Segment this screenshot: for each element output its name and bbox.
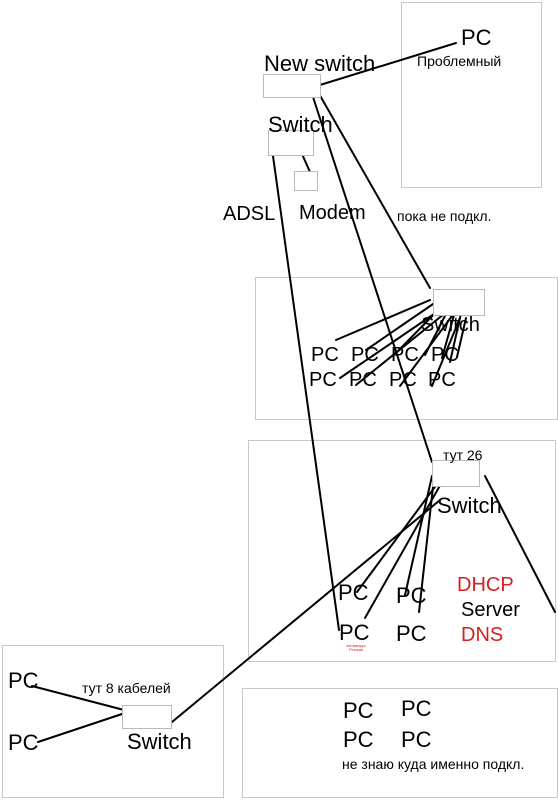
cable-26-leftswitch bbox=[171, 499, 441, 723]
modem-box[interactable] bbox=[294, 171, 318, 191]
room26-note: тут 26 bbox=[443, 447, 483, 463]
adsl-label: ADSL bbox=[223, 203, 276, 225]
left-switch-label: Switch bbox=[127, 729, 192, 754]
pc-26-2: PC bbox=[396, 583, 427, 608]
pc-br-3: PC bbox=[343, 727, 374, 752]
dns-label: DNS bbox=[461, 624, 504, 646]
cable-switch-firewallpc bbox=[272, 155, 340, 631]
middle-switch-label: Switch bbox=[421, 314, 480, 336]
modem-label: Modem bbox=[299, 202, 366, 224]
pc-mid-6: PC bbox=[349, 369, 377, 391]
top-switch-box[interactable] bbox=[268, 130, 314, 156]
pc-26-3: PC bbox=[339, 620, 370, 645]
cable-newswitch-pc bbox=[319, 42, 457, 86]
new-switch-label: New switch bbox=[264, 51, 376, 76]
room-left bbox=[2, 645, 224, 798]
cable-newswitch-26switch bbox=[312, 96, 433, 463]
room26-switch-box[interactable] bbox=[432, 460, 480, 487]
pc-mid-4: PC bbox=[431, 344, 459, 366]
pc-mid-8: PC bbox=[428, 369, 456, 391]
pc-br-1: PC bbox=[343, 698, 374, 723]
new-switch-box[interactable] bbox=[263, 74, 321, 98]
pc-mid-7: PC bbox=[389, 369, 417, 391]
room-bottom-right bbox=[242, 688, 558, 798]
pc-mid-2: PC bbox=[351, 344, 379, 366]
pc-br-4: PC bbox=[401, 727, 432, 752]
pc-mid-5: PC bbox=[309, 369, 337, 391]
left-switch-box[interactable] bbox=[122, 705, 172, 729]
dhcp-label: DHCP bbox=[457, 574, 514, 596]
pc-left-2: PC bbox=[8, 730, 39, 755]
cable-switch-modem bbox=[301, 153, 311, 173]
middle-switch-box[interactable] bbox=[433, 289, 485, 316]
firewall-note: Антивирус Firewall bbox=[346, 643, 366, 652]
room26-switch-label: Switch bbox=[437, 493, 502, 518]
top-switch-label: Switch bbox=[268, 112, 333, 137]
problem-pc-label: PC bbox=[461, 25, 492, 50]
pc-left-1: PC bbox=[8, 668, 39, 693]
cable-newswitch-midswitch bbox=[317, 91, 431, 289]
bottom-right-note: не знаю куда именно подкл. bbox=[342, 756, 525, 772]
server-label: Server bbox=[461, 599, 520, 621]
pc-br-2: PC bbox=[401, 696, 432, 721]
not-connected-note: пока не подкл. bbox=[397, 208, 492, 224]
problem-pc-note: Проблемный bbox=[417, 53, 502, 69]
room-problem-pc bbox=[401, 2, 542, 188]
pc-mid-1: PC bbox=[311, 344, 339, 366]
pc-mid-3: PC bbox=[391, 344, 419, 366]
pc-26-1: PC bbox=[338, 580, 369, 605]
pc-26-4: PC bbox=[396, 621, 427, 646]
left-room-note: тут 8 кабелей bbox=[82, 680, 171, 696]
